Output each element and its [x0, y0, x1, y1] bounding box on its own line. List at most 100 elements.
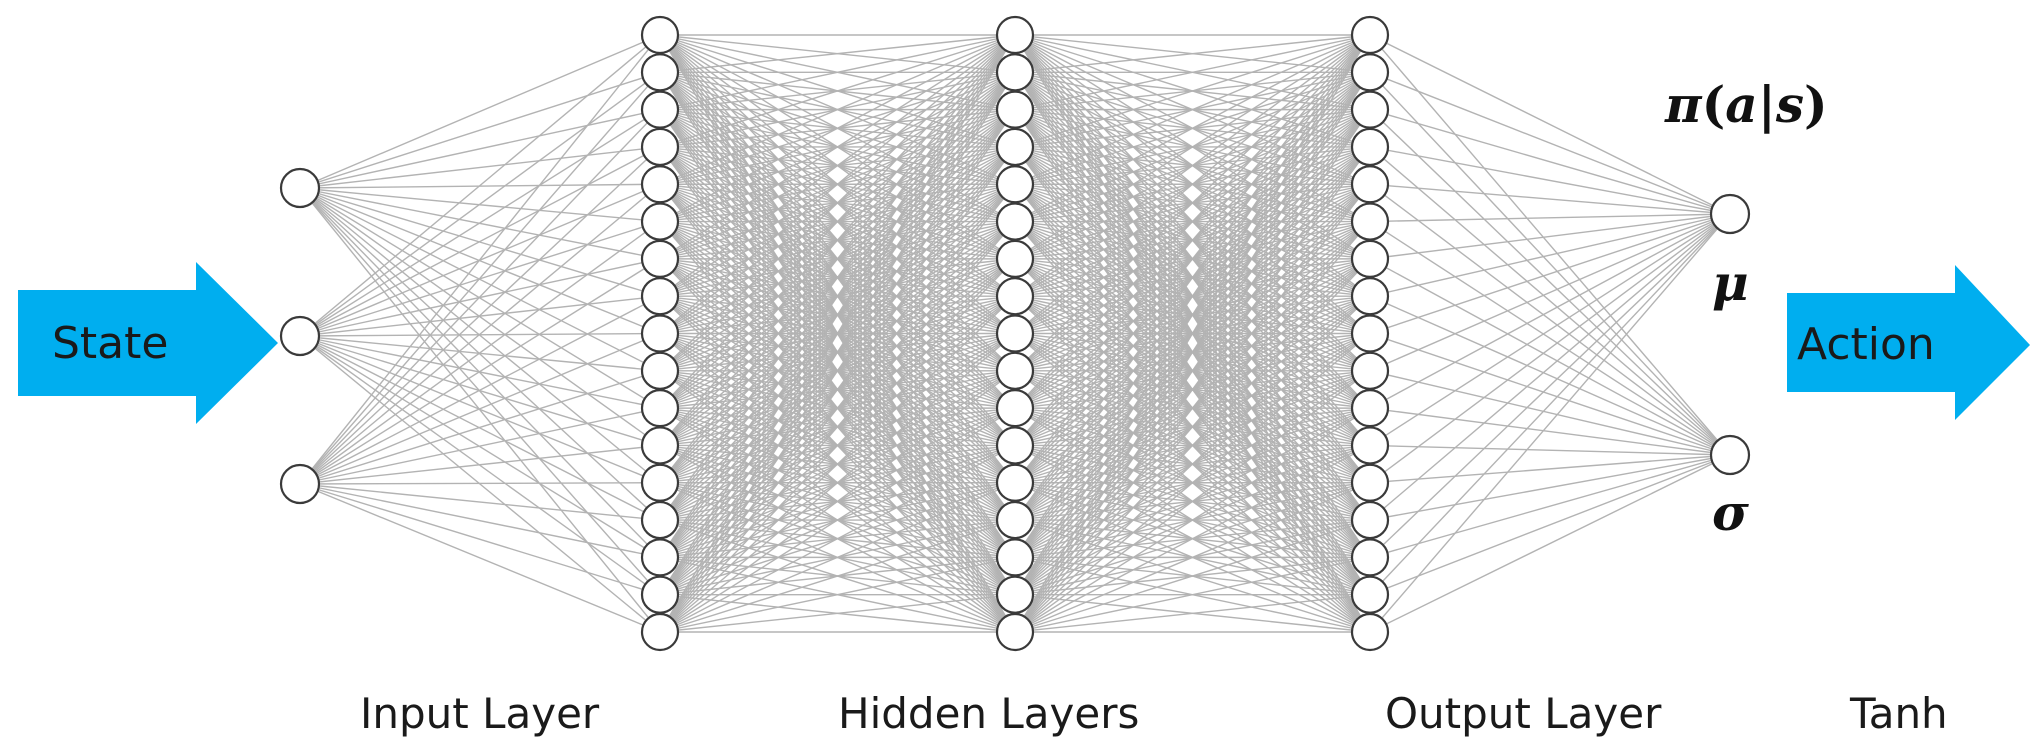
connection-l2-n3-to-n1 — [659, 34, 1016, 111]
connection-l1-n3-to-n3 — [299, 109, 661, 485]
hidden-3-neuron-13 — [1350, 463, 1390, 502]
hidden-2-neuron-16 — [995, 575, 1035, 614]
connection-l2-n17-to-n10 — [659, 370, 1016, 633]
hidden-1-neuron-1 — [640, 15, 680, 55]
hidden-1-neuron-15 — [640, 538, 680, 577]
hidden-1-neuron-10 — [640, 351, 680, 390]
connection-l3-n17-to-n7 — [1014, 258, 1371, 633]
output-neuron-1 — [1709, 193, 1751, 235]
connection-l4-n7-to-n2 — [1369, 258, 1731, 456]
connection-l2-n16-to-n1 — [659, 34, 1016, 596]
connection-l4-n15-to-n1 — [1369, 213, 1731, 558]
connection-l2-n17-to-n5 — [659, 183, 1016, 633]
connection-l4-n14-to-n2 — [1369, 454, 1731, 521]
activation-label: Tanh — [1849, 689, 1948, 738]
connection-l4-n8-to-n2 — [1369, 295, 1731, 456]
hidden-2-neuron-7 — [995, 239, 1035, 278]
connection-l2-n17-to-n4 — [659, 146, 1016, 633]
connection-l1-n1-to-n4 — [299, 146, 661, 189]
connection-l4-n1-to-n2 — [1369, 34, 1731, 456]
connection-l3-n17-to-n8 — [1014, 295, 1371, 633]
connection-l2-n9-to-n1 — [659, 34, 1016, 335]
hidden-2-neuron-11 — [995, 389, 1035, 428]
connection-l4-n10-to-n1 — [1369, 213, 1731, 372]
hidden-3-neuron-2 — [1350, 53, 1390, 92]
connection-l3-n16-to-n1 — [1014, 34, 1371, 596]
connection-l3-n17-to-n2 — [1014, 71, 1371, 633]
connection-l1-n3-to-n2 — [299, 71, 661, 485]
connection-l4-n4-to-n1 — [1369, 146, 1731, 215]
connection-l4-n7-to-n1 — [1369, 213, 1731, 260]
connection-l2-n17-to-n1 — [659, 34, 1016, 633]
hidden-2-neuron-17 — [995, 612, 1035, 652]
network-neurons — [279, 15, 1751, 652]
connection-l1-n3-to-n13 — [299, 482, 661, 485]
connection-l1-n3-to-n8 — [299, 295, 661, 485]
hidden-2-neuron-4 — [995, 127, 1035, 167]
connection-l4-n9-to-n2 — [1369, 332, 1731, 456]
hidden-2-neuron-6 — [995, 202, 1035, 241]
connection-l1-n3-to-n12 — [299, 444, 661, 485]
policy-label: π(a|s) — [1664, 75, 1828, 135]
hidden-3-neuron-14 — [1350, 500, 1390, 540]
input-layer-label: Input Layer — [360, 689, 600, 738]
action-arrow: Action — [1787, 265, 2030, 420]
connection-l4-n5-to-n1 — [1369, 183, 1731, 215]
connection-l1-n2-to-n4 — [299, 146, 661, 337]
connection-l3-n17-to-n4 — [1014, 146, 1371, 633]
connection-l4-n12-to-n2 — [1369, 444, 1731, 456]
connection-l1-n3-to-n5 — [299, 183, 661, 485]
connection-l4-n6-to-n2 — [1369, 220, 1731, 456]
connection-l2-n14-to-n1 — [659, 34, 1016, 521]
connection-l3-n8-to-n1 — [1014, 34, 1371, 297]
connection-l4-n9-to-n1 — [1369, 213, 1731, 335]
connection-l1-n2-to-n3 — [299, 109, 661, 337]
hidden-3-neuron-6 — [1350, 202, 1390, 241]
connection-l4-n13-to-n1 — [1369, 213, 1731, 484]
hidden-2-neuron-10 — [995, 351, 1035, 390]
connection-l2-n2-to-n1 — [659, 34, 1016, 74]
hidden-1-neuron-6 — [640, 202, 680, 241]
state-arrow-shape — [18, 262, 278, 424]
hidden-1-neuron-11 — [640, 389, 680, 428]
connection-l3-n5-to-n1 — [1014, 34, 1371, 185]
connection-l2-n17-to-n9 — [659, 332, 1016, 633]
connection-l1-n3-to-n4 — [299, 146, 661, 485]
connection-l3-n17-to-n10 — [1014, 370, 1371, 633]
hidden-1-neuron-7 — [640, 239, 680, 278]
connection-l3-n3-to-n1 — [1014, 34, 1371, 111]
connection-l2-n4-to-n1 — [659, 34, 1016, 148]
connection-l3-n10-to-n1 — [1014, 34, 1371, 372]
connection-l2-n17-to-n2 — [659, 71, 1016, 633]
action-arrow-label: Action — [1797, 319, 1935, 370]
connection-l2-n17-to-n6 — [659, 221, 1016, 633]
connection-l2-n17-to-n8 — [659, 295, 1016, 633]
hidden-1-neuron-14 — [640, 500, 680, 540]
input-neuron-1 — [279, 167, 321, 209]
hidden-3-neuron-12 — [1350, 426, 1390, 465]
hidden-1-neuron-3 — [640, 90, 680, 129]
connection-l2-n17-to-n11 — [659, 407, 1016, 633]
connection-l3-n17-to-n15 — [1014, 556, 1371, 633]
connection-l2-n8-to-n1 — [659, 34, 1016, 297]
hidden-2-neuron-9 — [995, 314, 1035, 353]
connection-l1-n1-to-n2 — [299, 71, 661, 189]
connection-l1-n1-to-n3 — [299, 108, 661, 189]
hidden-2-neuron-3 — [995, 90, 1035, 129]
connection-l1-n2-to-n2 — [299, 71, 661, 337]
connection-l1-n3-to-n1 — [299, 34, 661, 485]
connection-l3-n17-to-n12 — [1014, 444, 1371, 633]
connection-l4-n12-to-n1 — [1369, 213, 1731, 447]
connection-l1-n3-to-n6 — [299, 220, 661, 485]
connection-l3-n17-to-n13 — [1014, 482, 1371, 633]
connection-l2-n17-to-n15 — [659, 556, 1016, 633]
connection-l3-n17-to-n5 — [1014, 183, 1371, 633]
connection-l2-n17-to-n7 — [659, 258, 1016, 633]
hidden-1-neuron-9 — [640, 314, 680, 353]
hidden-1-neuron-17 — [640, 612, 680, 652]
hidden-1-neuron-8 — [640, 277, 680, 316]
connection-l4-n14-to-n1 — [1369, 213, 1731, 521]
hidden-1-neuron-16 — [640, 575, 680, 614]
hidden-3-neuron-9 — [1350, 314, 1390, 353]
